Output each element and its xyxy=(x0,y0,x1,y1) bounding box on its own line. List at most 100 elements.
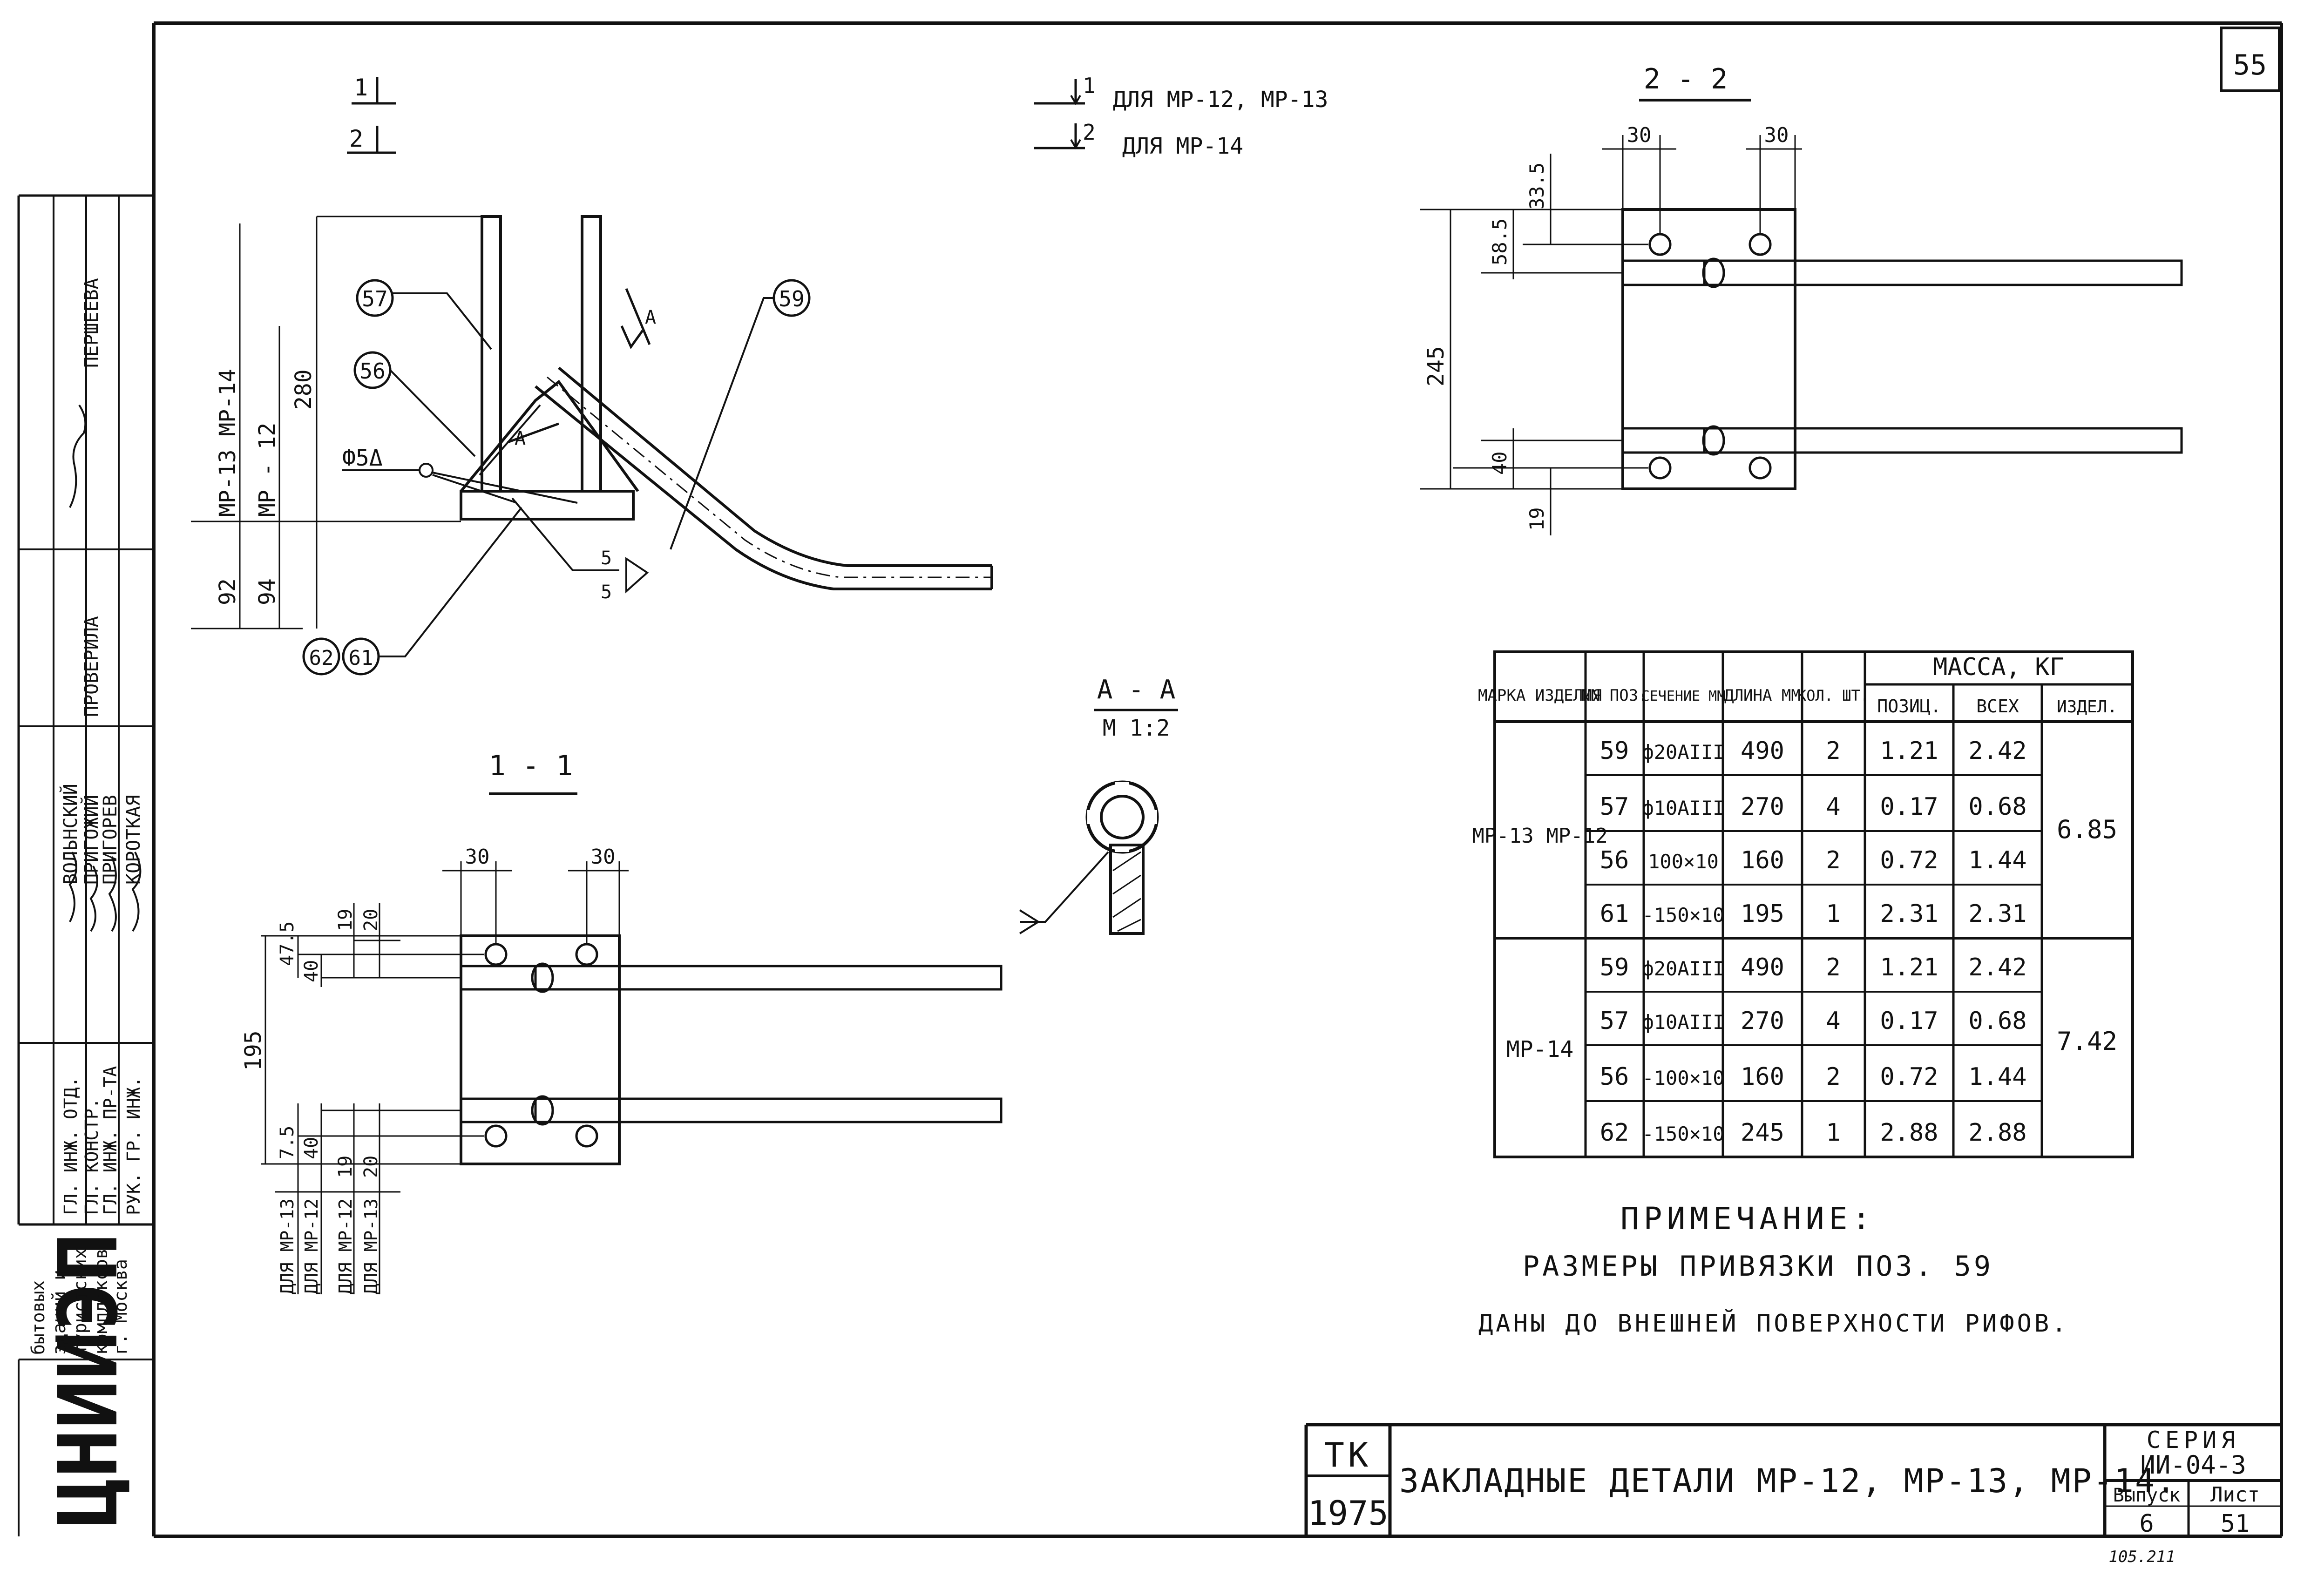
table-cell: 245 xyxy=(1741,1119,1784,1147)
table-cell: 2 xyxy=(1826,954,1840,981)
s11-dim-30-right: 30 xyxy=(591,845,616,869)
org-name: ЦНИИЭП xyxy=(41,1233,136,1527)
callout-62: 62 xyxy=(309,646,334,670)
table-row: 59 xyxy=(1600,954,1629,981)
sheet-frame xyxy=(152,21,2283,1538)
table-cell: 100×10 xyxy=(1648,850,1719,873)
s11-label-mp12-b: ДЛЯ МР-12 xyxy=(335,1198,356,1294)
org-line-4: комплексов xyxy=(91,1248,111,1355)
table-cell: 1 xyxy=(1826,1119,1840,1147)
th-section: СЕЧЕНИЕ ММ xyxy=(1641,688,1726,704)
table-cell: 2 xyxy=(1826,846,1840,874)
section-a-mark-1: А xyxy=(645,307,656,328)
th-mark: МАРКА ИЗДЕЛИЯ xyxy=(1478,686,1602,705)
series-value: ИИ-04-3 xyxy=(2140,1450,2246,1480)
table-row: 56 xyxy=(1600,846,1629,874)
section-a-a: А - А М 1:2 xyxy=(1019,675,1178,935)
approval-name: ПЕРШЕЕВА xyxy=(81,278,102,368)
table-cell: -150×10 xyxy=(1642,1123,1724,1145)
s11-label-mp13-a: ДЛЯ МР-13 xyxy=(277,1198,298,1294)
table-cell: 195 xyxy=(1741,900,1784,928)
table-row: 59 xyxy=(1600,737,1629,765)
title-block xyxy=(1304,1423,2282,1536)
legend-text-2: ДЛЯ МР-14 xyxy=(1122,133,1243,159)
table-cell: 0.68 xyxy=(1968,1007,2026,1035)
table-cell: 2 xyxy=(1826,737,1840,765)
table-cell: 4 xyxy=(1826,1007,1840,1035)
table-cell: 4 xyxy=(1826,793,1840,821)
sheet-label: Лист xyxy=(2210,1483,2260,1507)
callout-61: 61 xyxy=(349,646,373,670)
table-cell: 0.17 xyxy=(1880,1007,1938,1035)
legend-mark-1: 1 xyxy=(1083,73,1096,98)
signature-name-3: ПРИГОРЕВ xyxy=(100,795,121,885)
section-aa-scale: М 1:2 xyxy=(1103,715,1170,741)
group-1-item-mass: 6.85 xyxy=(2057,815,2117,844)
table-cell: 0.17 xyxy=(1880,793,1938,821)
issue-label: Выпуск xyxy=(2113,1485,2181,1506)
table-cell: 270 xyxy=(1741,793,1784,821)
handwritten-signatures xyxy=(68,404,142,932)
label-mp12: МР - 12 xyxy=(254,423,280,517)
table-row: 61 xyxy=(1600,900,1629,928)
signature-role-1: ГЛ. ИНЖ. ОТД. xyxy=(61,1077,81,1215)
table-row: 56 xyxy=(1600,1063,1629,1091)
label-mp13-mp14: МР-13 МР-14 xyxy=(215,369,241,517)
section-1-1: 1 - 1 30 30 xyxy=(240,750,1003,1294)
table-cell: ф20АIII xyxy=(1642,957,1724,980)
note-title: ПРИМЕЧАНИЕ: xyxy=(1620,1201,1875,1237)
s11-dim-30-left: 30 xyxy=(465,845,490,869)
table-cell: ф20АIII xyxy=(1642,741,1724,764)
th-mass-all: ВСЕХ xyxy=(1976,696,2019,717)
th-mass: МАССА, КГ xyxy=(1933,653,2064,681)
org-line-2: зданий и xyxy=(49,1270,69,1355)
table-cell: 270 xyxy=(1741,1007,1784,1035)
legend-mark-2: 2 xyxy=(1083,120,1096,145)
dim-280: 280 xyxy=(291,369,317,410)
table-cell: ф10АIII xyxy=(1642,1011,1724,1034)
s22-dim-58-5: 58.5 xyxy=(1488,218,1511,265)
section-2-2-title: 2 - 2 xyxy=(1644,63,1728,95)
table-cell: 1.21 xyxy=(1880,954,1938,981)
s11-dim-195: 195 xyxy=(240,1030,266,1071)
s11-dim-47-5: 47.5 xyxy=(277,921,298,966)
section-a-mark-2: А xyxy=(515,428,526,449)
s22-dim-40: 40 xyxy=(1488,451,1511,475)
table-cell: 2.88 xyxy=(1968,1119,2026,1147)
table-cell: 2.42 xyxy=(1968,954,2026,981)
section-1-1-title: 1 - 1 xyxy=(489,750,573,782)
s22-dim-245: 245 xyxy=(1423,346,1449,386)
section-aa-title: А - А xyxy=(1097,675,1176,705)
s22-dim-30-left: 30 xyxy=(1627,123,1652,147)
s11-label-mp12-a: ДЛЯ МР-12 xyxy=(301,1198,322,1294)
approval-role: ПРОВЕРИЛА xyxy=(81,616,102,717)
main-section-mark-2: 2 xyxy=(349,125,363,152)
s22-dim-19: 19 xyxy=(1525,507,1548,531)
table-cell: 1.44 xyxy=(1968,846,2026,874)
bottom-code: 105.211 xyxy=(2108,1548,2175,1566)
year: 1975 xyxy=(1308,1494,1388,1533)
signature-role-2: ГЛ. КОНСТР. xyxy=(81,1098,102,1215)
main-section-mark-1: 1 xyxy=(354,74,368,101)
callout-59: 59 xyxy=(779,286,804,311)
s22-dim-30-right: 30 xyxy=(1764,123,1789,147)
legend-text-1: ДЛЯ МР-12, МР-13 xyxy=(1113,87,1328,113)
signature-role-3: ГЛ. ИНЖ. ПР-ТА xyxy=(100,1066,121,1215)
note-line-2: ДАНЫ ДО ВНЕШНЕЙ ПОВЕРХНОСТИ РИФОВ. xyxy=(1478,1309,2069,1338)
signature-name-1: ВОЛЬНСКИЙ xyxy=(59,784,81,885)
s11-dim-19-bottom: 19 xyxy=(335,1156,356,1178)
table-cell: 2.88 xyxy=(1880,1119,1938,1147)
sheet-value: 51 xyxy=(2221,1510,2250,1538)
table-cell: 0.72 xyxy=(1880,1063,1938,1091)
th-mass-pos: ПОЗИЦ. xyxy=(1877,696,1941,717)
note-line-1: РАЗМЕРЫ ПРИВЯЗКИ ПОЗ. 59 xyxy=(1523,1250,1993,1283)
table-cell: 160 xyxy=(1741,1063,1784,1091)
th-length: ДЛИНА ММ xyxy=(1724,686,1801,705)
table-cell: -150×10 xyxy=(1642,904,1724,926)
materials-table: МАРКА ИЗДЕЛИЯ NN ПОЗ. СЕЧЕНИЕ ММ ДЛИНА М… xyxy=(1472,650,2134,1158)
s11-dim-20-bottom: 20 xyxy=(360,1156,382,1178)
table-cell: 2 xyxy=(1826,1063,1840,1091)
table-cell: 2.31 xyxy=(1968,900,2026,928)
group-2-mark: МР-14 xyxy=(1506,1036,1574,1062)
